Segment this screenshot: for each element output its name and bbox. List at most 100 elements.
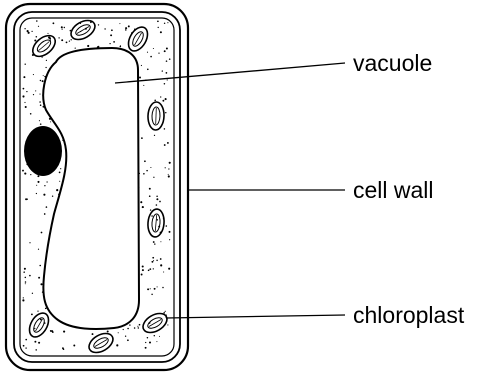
cytoplasm-granule (69, 40, 70, 41)
cytoplasm-granule (157, 286, 158, 287)
cytoplasm-granule (144, 160, 146, 162)
cytoplasm-granule (43, 194, 45, 196)
cytoplasm-granule (23, 76, 25, 78)
cytoplasm-granule (25, 339, 27, 341)
cytoplasm-granule (25, 281, 27, 283)
cytoplasm-granule (36, 36, 38, 38)
cytoplasm-granule (147, 288, 149, 290)
cytoplasm-granule (22, 95, 24, 97)
cytoplasm-granule (162, 70, 163, 71)
cytoplasm-granule (154, 135, 155, 136)
cytoplasm-granule (160, 31, 162, 33)
cytoplasm-granule (154, 100, 156, 102)
cytoplasm-granule (30, 113, 32, 115)
cytoplasm-granule (137, 326, 138, 327)
cytoplasm-granule (167, 79, 168, 80)
cytoplasm-granule (164, 128, 166, 130)
cytoplasm-granule (38, 26, 39, 27)
vacuole-label: vacuole (353, 50, 432, 76)
cytoplasm-granule (167, 324, 168, 325)
cytoplasm-granule (152, 257, 154, 259)
cytoplasm-granule (149, 268, 151, 270)
cytoplasm-granule (50, 330, 52, 332)
cytoplasm-granule (153, 268, 154, 269)
cytoplasm-granule (142, 265, 144, 267)
cytoplasm-granule (43, 75, 44, 76)
cytoplasm-granule (25, 106, 27, 108)
cytoplasm-granule (168, 168, 169, 169)
cytoplasm-granule (46, 60, 47, 61)
cytoplasm-granule (73, 345, 75, 347)
cytoplasm-granule (153, 177, 154, 178)
cytoplasm-granule (142, 269, 144, 271)
cytoplasm-granule (104, 28, 105, 29)
cytoplasm-granule (116, 344, 118, 346)
cytoplasm-granule (151, 215, 153, 217)
cytoplasm-granule (163, 271, 164, 272)
cytoplasm-granule (25, 277, 27, 279)
cytoplasm-granule (28, 32, 30, 34)
cytoplasm-granule (127, 339, 129, 341)
cytoplasm-granule (164, 50, 166, 52)
cytoplasm-granule (157, 219, 158, 220)
chloroplast (125, 24, 152, 55)
cytoplasm-granule (38, 342, 40, 344)
cytoplasm-granule (71, 39, 72, 40)
cytoplasm-granule (29, 242, 30, 243)
cytoplasm-granule (25, 347, 26, 348)
cytoplasm-granule (40, 80, 41, 81)
chloroplast (148, 102, 165, 131)
cytoplasm-granule (169, 231, 171, 233)
cytoplasm-granule (150, 167, 151, 168)
cytoplasm-granule (156, 260, 157, 261)
cytoplasm-granule (156, 204, 158, 206)
cytoplasm-granule (31, 313, 33, 315)
cell-membrane (20, 18, 174, 356)
cytoplasm-granule (149, 195, 151, 197)
cytoplasm-granule (149, 188, 151, 190)
cytoplasm-granule (34, 341, 36, 343)
cytoplasm-granule (147, 52, 148, 53)
cytoplasm-granule (156, 198, 158, 200)
cytoplasm-granule (127, 328, 129, 330)
cytoplasm-granule (44, 185, 45, 186)
cytoplasm-granule (160, 96, 161, 97)
cytoplasm-granule (166, 72, 168, 74)
cytoplasm-granule (59, 181, 60, 182)
cytoplasm-granule (34, 328, 35, 329)
nucleus (24, 126, 62, 176)
cytoplasm-granule (45, 308, 47, 310)
cytoplasm-granule (61, 39, 63, 41)
cytoplasm-granule (23, 345, 25, 347)
vacuole-leader-line (115, 63, 345, 83)
cytoplasm-granule (138, 327, 139, 328)
cytoplasm-granule (154, 335, 155, 336)
cytoplasm-granule (36, 193, 37, 194)
cytoplasm-granule (160, 241, 161, 242)
cytoplasm-granule (45, 67, 46, 68)
cytoplasm-granule (168, 268, 170, 270)
cytoplasm-granule (160, 264, 162, 266)
cytoplasm-granule (37, 181, 39, 183)
cytoplasm-granule (92, 333, 94, 335)
cytoplasm-granule (30, 174, 31, 175)
cytoplasm-granule (42, 80, 44, 82)
cytoplasm-granule (24, 173, 26, 175)
cytoplasm-granule (52, 331, 54, 333)
cytoplasm-granule (37, 175, 39, 177)
cytoplasm-granule (159, 336, 160, 337)
cytoplasm-granule (163, 312, 165, 314)
chloroplast (26, 310, 53, 341)
cytoplasm-granule (50, 121, 51, 122)
cytoplasm-granule (156, 196, 158, 198)
cytoplasm-granule (164, 23, 165, 24)
cytoplasm-granule (29, 275, 31, 277)
cytoplasm-granule (151, 261, 153, 263)
cytoplasm-granule (165, 112, 166, 113)
cytoplasm-granule (44, 213, 46, 215)
cytoplasm-granule (118, 332, 119, 333)
cytoplasm-granule (128, 25, 130, 27)
cytoplasm-granule (120, 45, 121, 46)
cytoplasm-granule (169, 239, 170, 240)
